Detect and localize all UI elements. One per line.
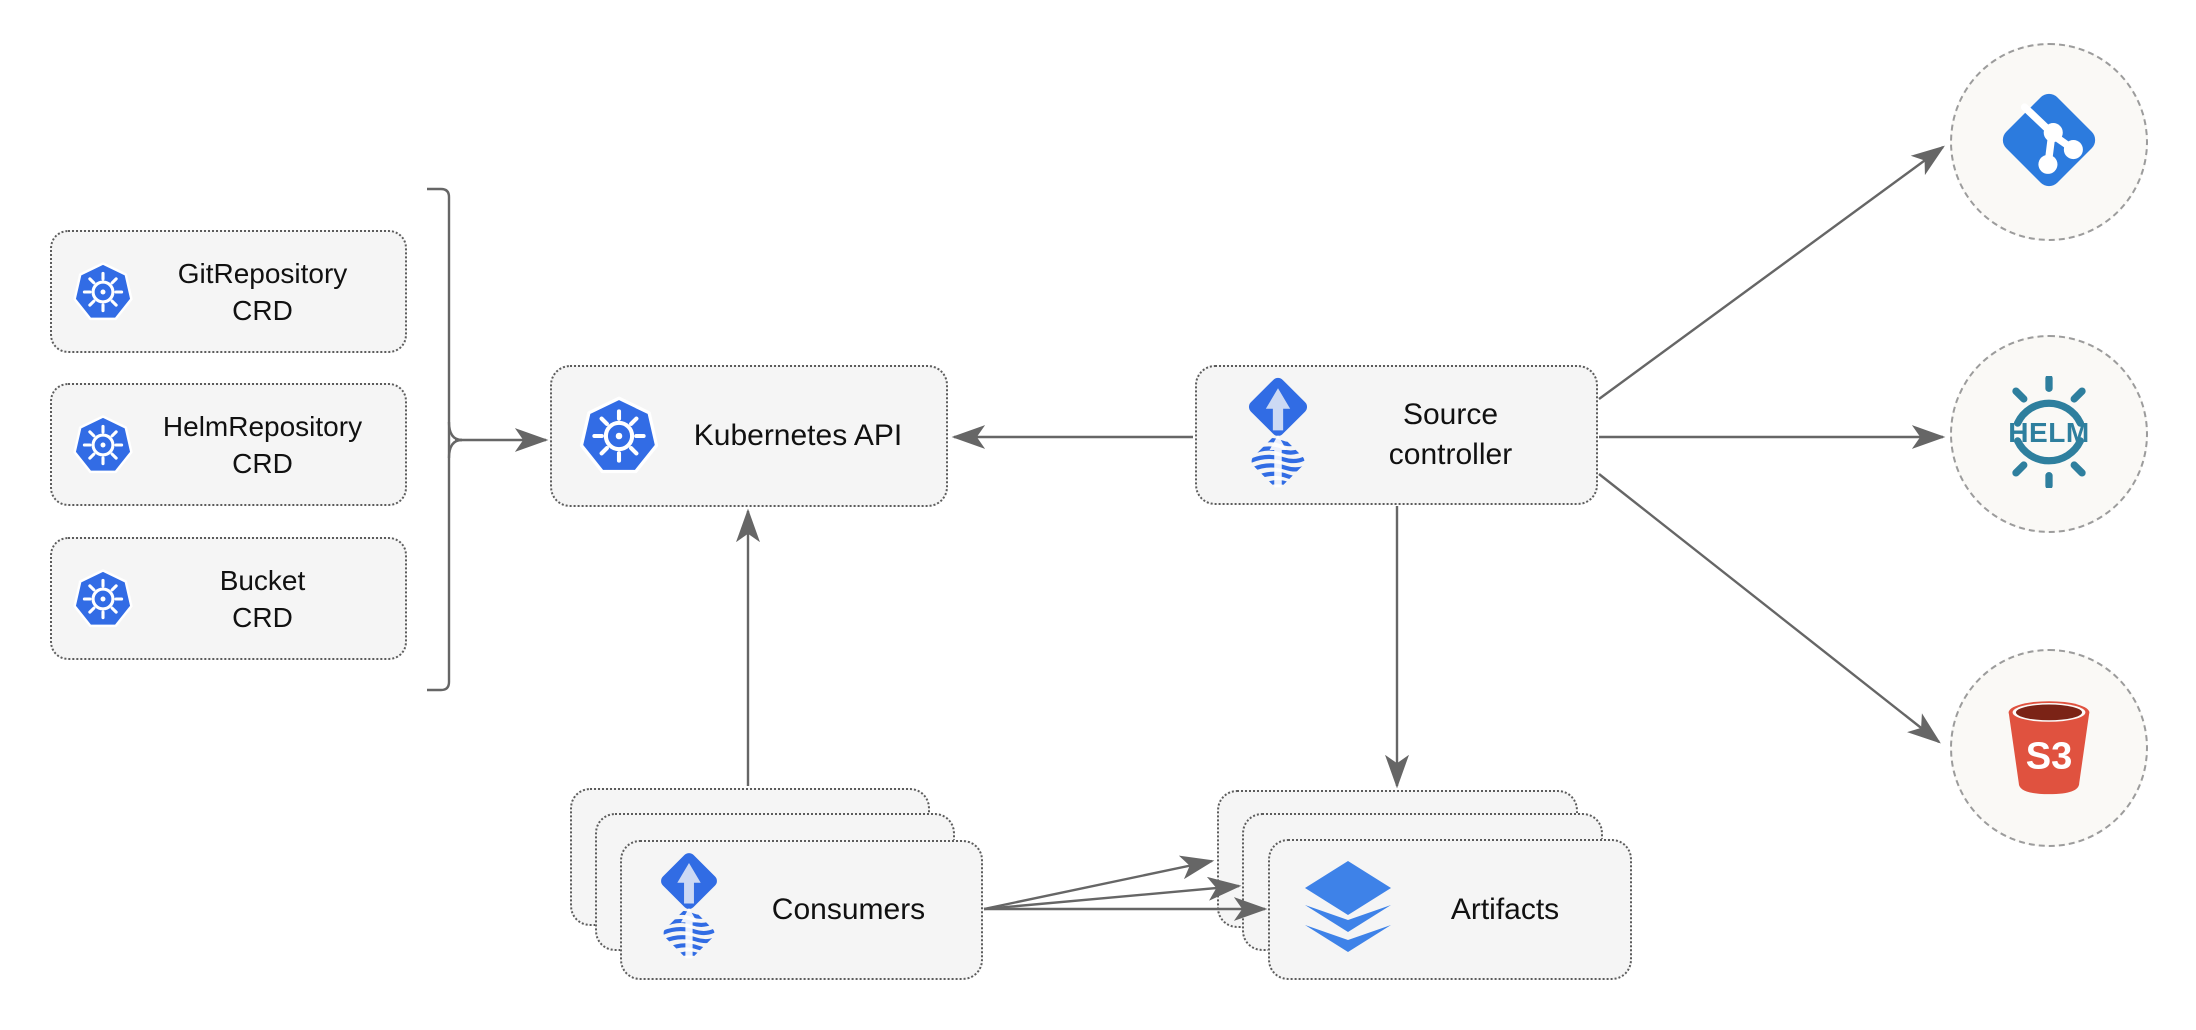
connector-consumers-to-artifacts-back <box>983 855 1215 911</box>
crd-bracket-fillet-top <box>447 421 463 442</box>
artifacts-node: Artifacts <box>1268 839 1632 980</box>
helm-icon <box>1993 376 2105 493</box>
crd-bracket-fillet-bottom <box>447 438 463 459</box>
connector-consumers-to-artifacts-middle <box>983 876 1242 911</box>
crd-label-line2: CRD <box>232 447 293 479</box>
external-s3-node <box>1950 649 2148 847</box>
consumers-node: Consumers <box>620 840 983 980</box>
bucket-crd-node: Bucket CRD <box>50 537 407 660</box>
node-label: GitRepository CRD <box>134 255 405 329</box>
kubernetes-icon <box>72 568 134 630</box>
source-label-line1: Source <box>1402 398 1499 431</box>
crd-label-line1: Bucket <box>219 564 306 596</box>
external-git-node <box>1950 43 2148 241</box>
node-label: Artifacts <box>1450 892 1560 926</box>
node-label: Kubernetes API <box>693 419 903 452</box>
layers-icon <box>1298 857 1398 962</box>
connector-source-to-s3 <box>1598 473 1941 744</box>
kubernetes-icon <box>72 261 134 323</box>
connector-source-to-git <box>1598 145 1945 400</box>
git-icon <box>1996 87 2102 198</box>
kubernetes-icon <box>72 414 134 476</box>
helm-repository-crd-node: HelmRepository CRD <box>50 383 407 506</box>
source-label-line2: controller <box>1388 438 1513 471</box>
flux-source-icon <box>644 852 734 969</box>
git-repository-crd-node: GitRepository CRD <box>50 230 407 353</box>
source-controller-node: Source controller <box>1195 365 1598 505</box>
crd-label-line1: HelmRepository <box>162 410 363 442</box>
external-helm-node <box>1950 335 2148 533</box>
node-label: Bucket CRD <box>134 562 405 636</box>
flux-source-icon <box>1231 377 1325 493</box>
s3-bucket-icon <box>1993 690 2105 807</box>
node-label: Consumers <box>771 893 926 926</box>
kubernetes-api-node: Kubernetes API <box>550 365 948 507</box>
node-label: Source controller <box>1325 395 1596 475</box>
crd-label-line2: CRD <box>232 294 293 326</box>
crd-label-line2: CRD <box>232 601 293 633</box>
crd-group-bracket <box>427 187 451 692</box>
kubernetes-icon <box>578 395 660 477</box>
crd-label-line1: GitRepository <box>177 257 348 289</box>
node-label: HelmRepository CRD <box>134 408 405 482</box>
